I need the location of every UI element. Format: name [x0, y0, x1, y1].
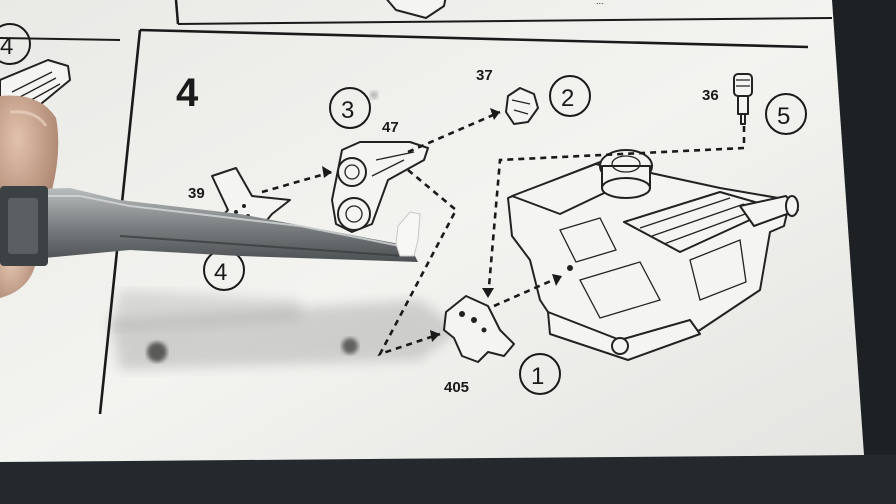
step-circle-3-number: 3 [341, 97, 354, 124]
part-sender-36 [733, 73, 753, 125]
part-label-37: 37 [476, 67, 493, 84]
prev-step-circle [0, 23, 31, 65]
part-label-405: 405 [444, 379, 469, 396]
part-label-47: 47 [382, 119, 399, 136]
previous-panel: ... 4 [0, 0, 833, 113]
svg-text:...: ... [596, 0, 604, 6]
part-bracket-47 [331, 141, 429, 233]
step-circle-5 [765, 93, 807, 135]
step-circle-1 [519, 353, 561, 395]
step-circle-2-number: 2 [561, 85, 574, 112]
assembly-leader-lines [261, 108, 746, 357]
prev-step-number: 4 [0, 33, 13, 60]
part-label-39: 39 [188, 185, 205, 202]
part-mount-405 [443, 295, 515, 363]
step-circle-1-number: 1 [531, 363, 544, 390]
step-circle-3 [329, 87, 371, 129]
step-circle-2 [549, 75, 591, 117]
tweezers-photo [0, 186, 421, 266]
step-circle-5-number: 5 [777, 103, 790, 130]
step-number: 4 [176, 71, 199, 115]
part-label-36: 36 [702, 87, 719, 104]
engine-block-illustration [507, 149, 799, 361]
part-pulley-37 [505, 87, 539, 125]
step-circle-4-number: 4 [214, 259, 227, 286]
